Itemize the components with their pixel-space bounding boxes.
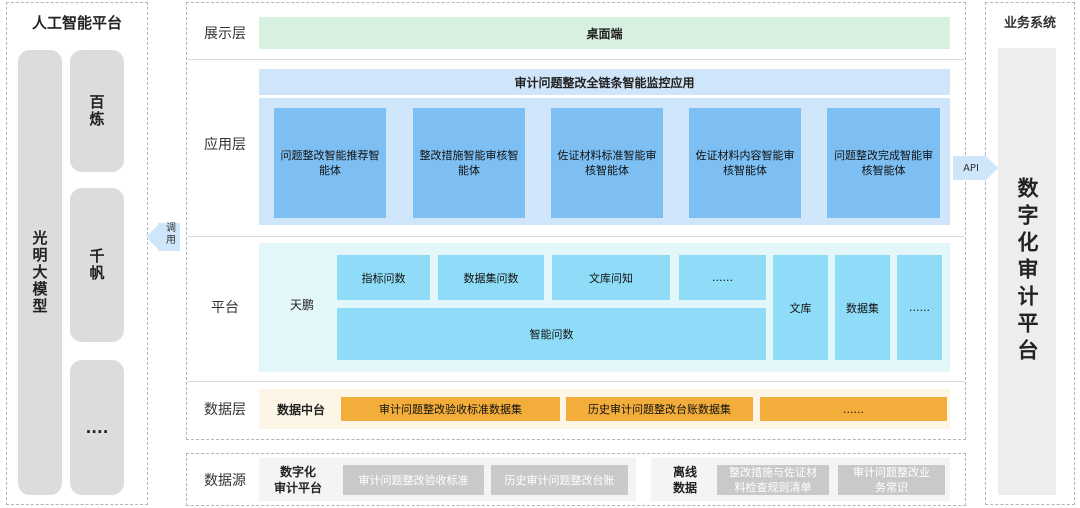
model-label-qianfan: 千帆 <box>87 248 106 282</box>
source-acceptance-standard: 审计问题整改验收标准 <box>343 465 484 495</box>
platform-top-more: ...... <box>679 255 766 300</box>
data-source-label: 数据源 <box>204 473 246 489</box>
platform-smart-query: 智能问数 <box>337 308 766 360</box>
platform-library: 文库 <box>773 255 828 360</box>
call-label: 调用 <box>163 222 175 246</box>
model-label-bailian: 百炼 <box>87 94 106 128</box>
data-source-panel <box>186 453 966 506</box>
source-business-knowledge: 审计问题整改业务常识 <box>838 465 945 495</box>
source-group-1-title: 数字化 审计平台 <box>273 465 322 495</box>
divider-display <box>188 59 964 60</box>
divider-application <box>188 236 964 237</box>
main-architecture-panel <box>186 2 966 440</box>
platform-dataset-query: 数据集问数 <box>438 255 544 300</box>
big-model-label: 光明大模型 <box>30 230 49 315</box>
model-card-qianfan: 千帆 <box>70 188 124 342</box>
ai-platform-panel <box>6 2 148 505</box>
data-set-history-ledger: 历史审计问题整改台账数据集 <box>566 397 753 421</box>
platform-indicator-query: 指标问数 <box>337 255 430 300</box>
model-label-more: .... <box>85 418 109 437</box>
data-center-label: 数据中台 <box>276 402 325 417</box>
app-card-1: 问题整改智能推荐智能体 <box>274 108 386 218</box>
platform-right-more: ...... <box>897 255 942 360</box>
display-bar: 桌面端 <box>259 17 950 49</box>
application-header: 审计问题整改全链条智能监控应用 <box>259 69 950 95</box>
app-card-4: 佐证材料内容智能审核智能体 <box>689 108 801 218</box>
api-arrow-body <box>953 156 985 180</box>
call-arrow-icon <box>146 223 160 251</box>
app-card-3: 佐证材料标准智能审核智能体 <box>551 108 663 218</box>
source-history-ledger: 历史审计问题整改台账 <box>491 465 628 495</box>
platform-library-query: 文库问知 <box>552 255 670 300</box>
call-arrow-body <box>158 223 180 251</box>
ai-platform-title: 人工智能平台 <box>31 14 122 32</box>
data-set-more: ...... <box>760 397 947 421</box>
business-system-title: 业务系统 <box>1003 16 1056 31</box>
business-system-panel <box>985 2 1075 505</box>
digital-audit-platform-label: 数字化审计平台 <box>1015 177 1039 366</box>
digital-audit-platform-block: 数字化审计平台 <box>998 48 1056 495</box>
divider-platform <box>188 381 964 382</box>
platform-name: 天鹏 <box>289 297 314 312</box>
api-arrow-icon <box>984 154 998 182</box>
app-card-5: 问题整改完成智能审核智能体 <box>827 108 940 218</box>
model-card-more: .... <box>70 360 124 495</box>
data-layer-label: 数据层 <box>204 402 246 418</box>
platform-layer-label: 平台 <box>211 300 239 316</box>
platform-dataset: 数据集 <box>835 255 890 360</box>
data-set-acceptance-standard: 审计问题整改验收标准数据集 <box>341 397 560 421</box>
application-layer-label: 应用层 <box>204 137 246 153</box>
source-group-2-title: 离线 数据 <box>672 465 697 495</box>
api-label: API <box>963 162 979 174</box>
big-model-block: 光明大模型 <box>18 50 62 495</box>
app-card-2: 整改措施智能审核智能体 <box>413 108 525 218</box>
model-card-bailian: 百炼 <box>70 50 124 172</box>
source-check-rules: 整改措施与佐证材料检查规则清单 <box>717 465 829 495</box>
display-layer-label: 展示层 <box>204 26 246 42</box>
